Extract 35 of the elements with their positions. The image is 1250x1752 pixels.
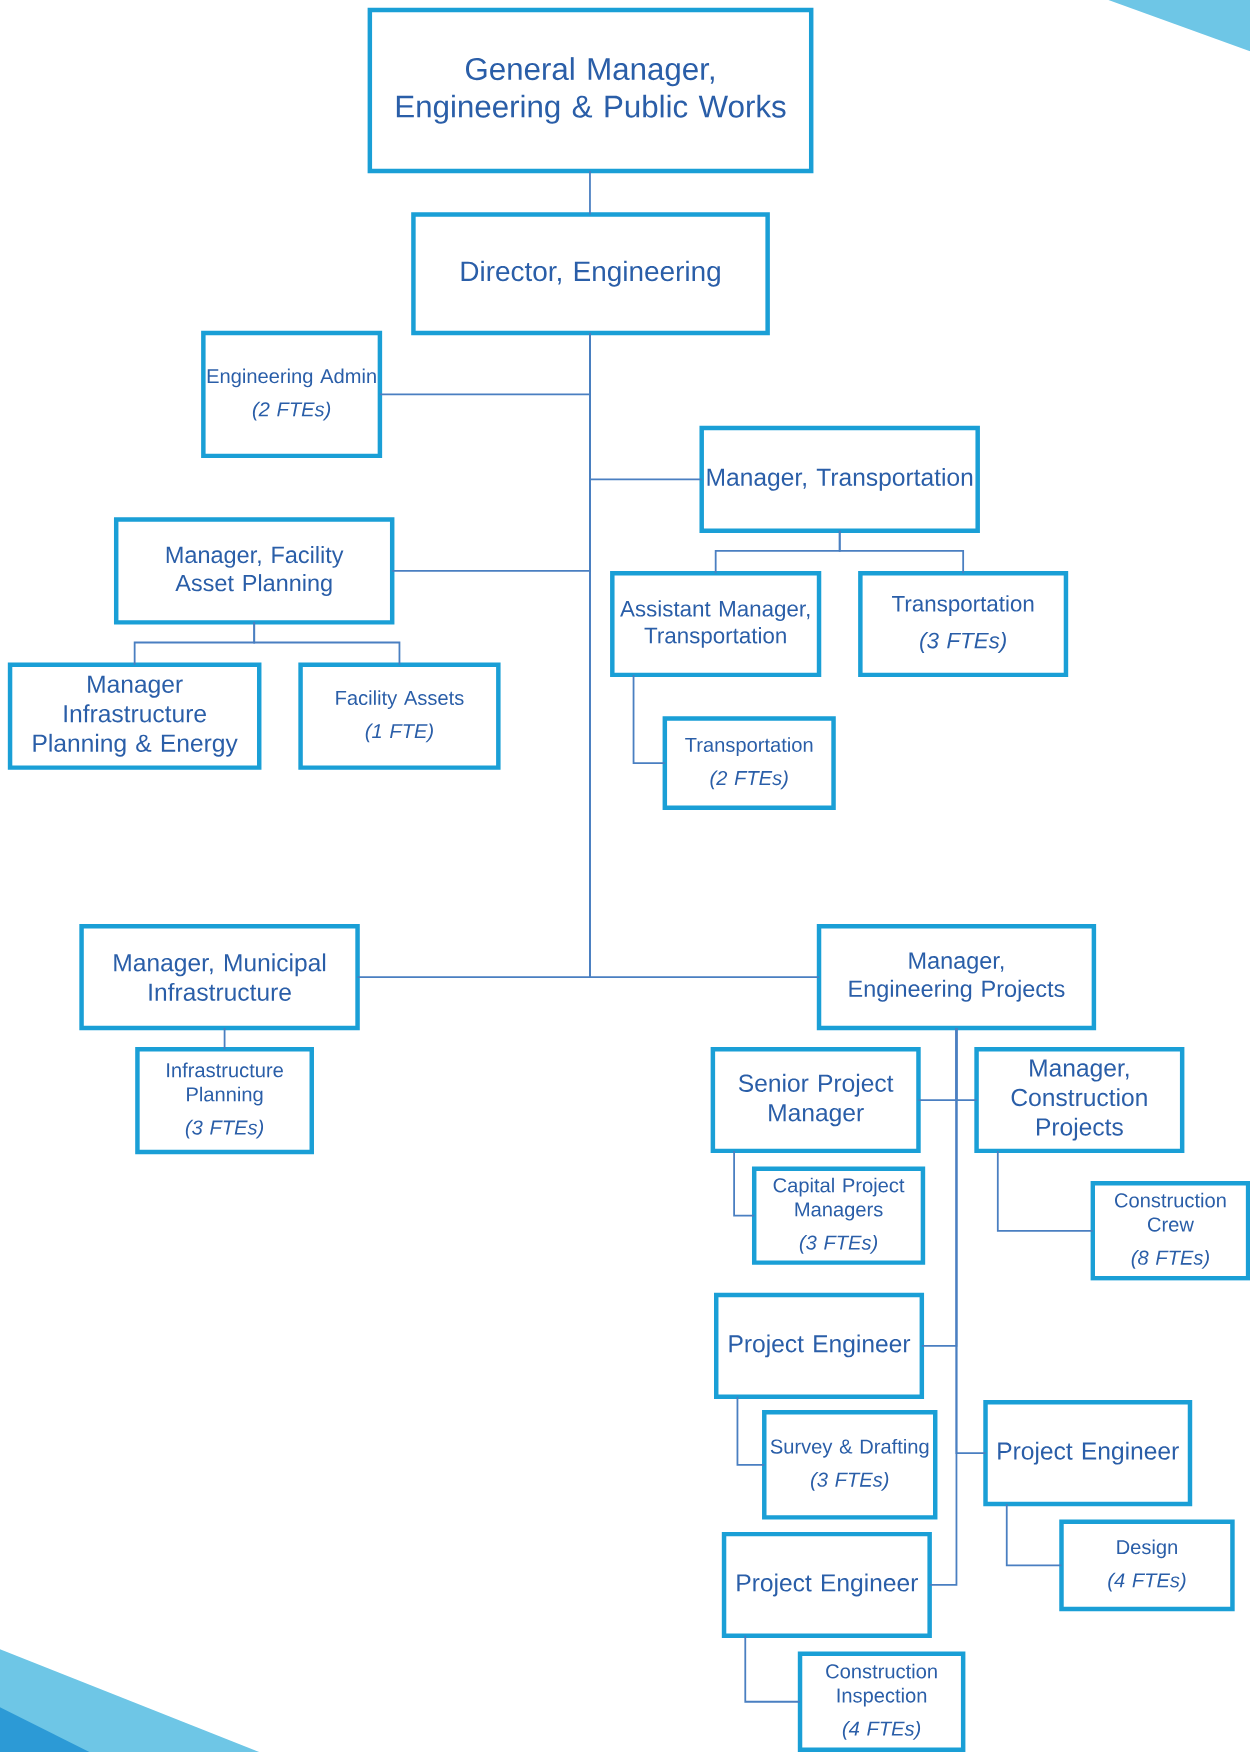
connector-line xyxy=(996,1150,1094,1232)
position-box: Project Engineer xyxy=(983,1400,1193,1507)
position-box: Manager, Municipal Infrastructure xyxy=(79,924,360,1031)
position-box: Manager, Facility Asset Planning xyxy=(113,517,395,625)
position-box: Senior Project Manager xyxy=(710,1046,921,1154)
connector-line xyxy=(736,1395,765,1466)
position-box: Manager, Transportation xyxy=(699,425,980,533)
position-box: Project Engineer xyxy=(713,1292,924,1399)
position-box: Transportation (3 FTEs) xyxy=(857,570,1069,678)
position-box: Engineering Admin (2 FTEs) xyxy=(200,330,382,459)
position-box: Assistant Manager, Transportation xyxy=(609,570,822,678)
connector-line xyxy=(733,1150,755,1217)
position-box: Manager, Engineering Projects xyxy=(816,924,1096,1031)
connector-line xyxy=(588,332,820,979)
position-box: Design (4 FTEs) xyxy=(1059,1519,1235,1612)
connector-line xyxy=(253,621,401,666)
position-box: Facility Assets (1 FTE) xyxy=(298,662,501,770)
position-box: Director, Engineering xyxy=(411,212,770,336)
position-box: Construction Crew (8 FTEs) xyxy=(1090,1181,1250,1281)
position-box: Capital Project Managers (3 FTEs) xyxy=(751,1166,925,1265)
connector-line xyxy=(838,529,964,575)
position-box: Manager, Construction Projects xyxy=(974,1046,1185,1154)
position-box: Survey & Drafting (3 FTEs) xyxy=(761,1410,938,1520)
position-box: General Manager, Engineering & Public Works xyxy=(367,7,814,174)
position-box: Project Engineer xyxy=(721,1531,932,1639)
connector-line xyxy=(928,1027,958,1586)
connector-line xyxy=(744,1634,801,1703)
connector-line xyxy=(1005,1503,1063,1567)
connector-line xyxy=(223,1027,226,1051)
position-box: Infrastructure Planning (3 FTEs) xyxy=(135,1046,314,1155)
connector-line xyxy=(632,674,666,765)
position-box: Construction Inspection (4 FTEs) xyxy=(797,1651,966,1752)
connector-line xyxy=(588,170,591,216)
position-box: Manager Infrastructure Planning & Energy xyxy=(7,662,262,770)
position-box: Transportation (2 FTEs) xyxy=(662,716,836,811)
